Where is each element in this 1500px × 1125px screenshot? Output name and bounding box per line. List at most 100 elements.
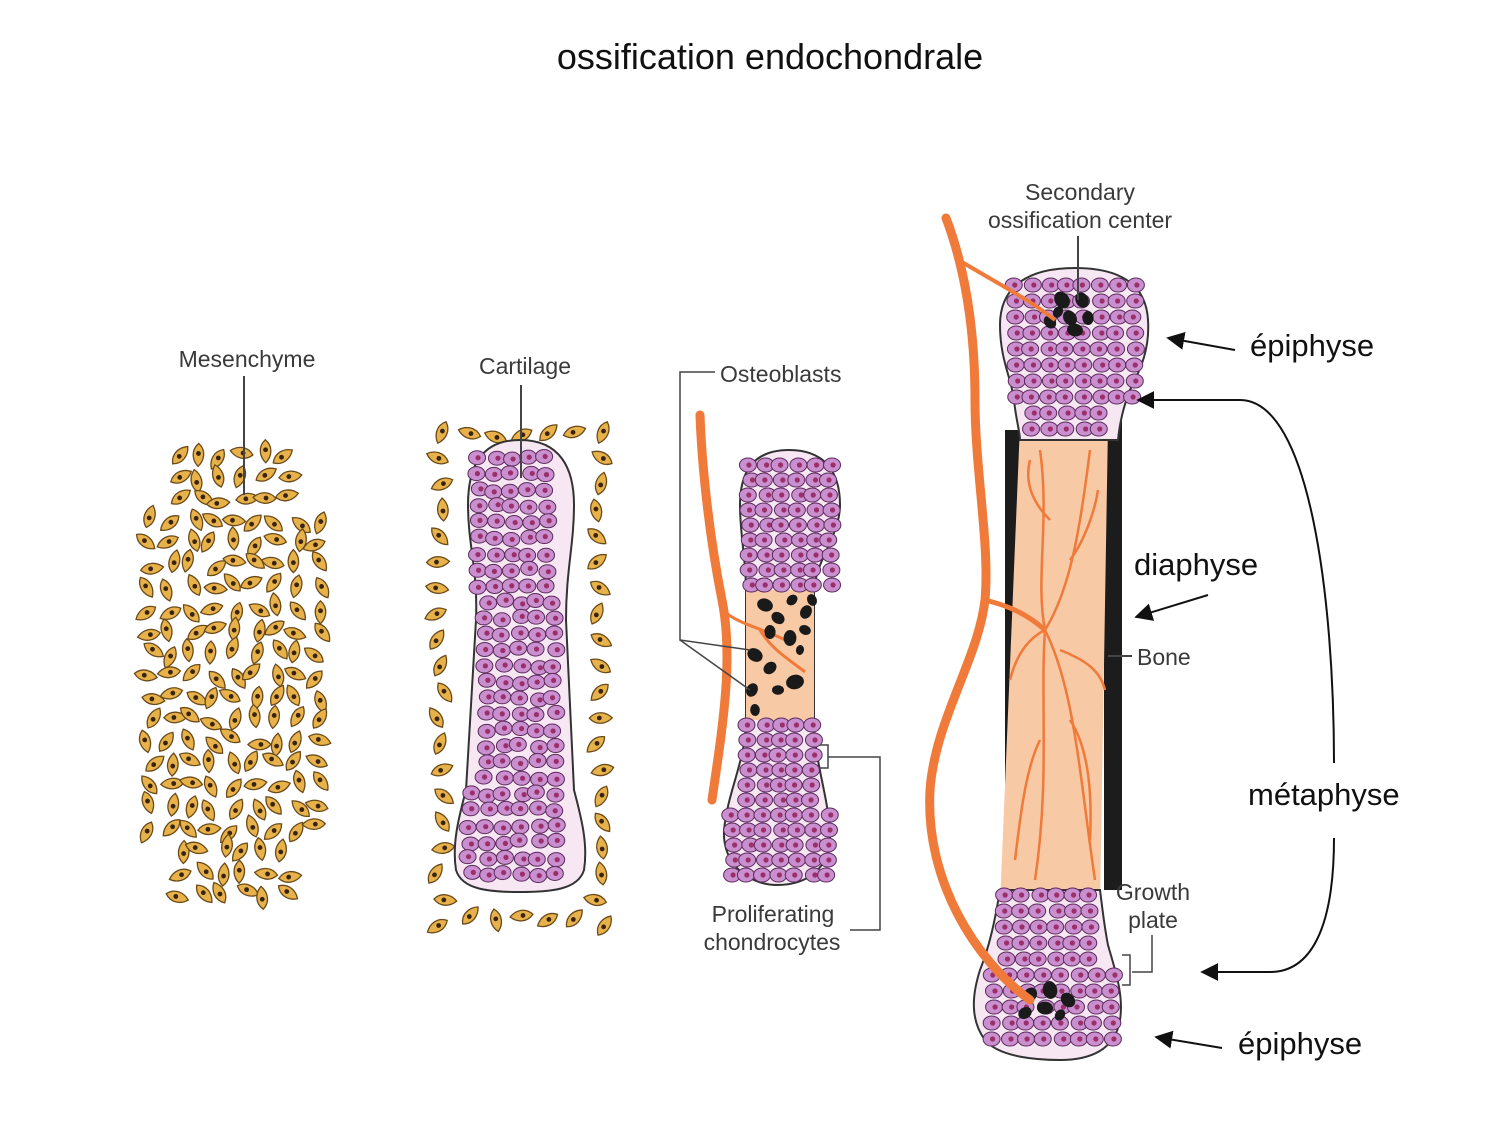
mesenchymal-cell bbox=[284, 666, 307, 681]
mesenchymal-cell bbox=[203, 621, 228, 634]
osteoblast bbox=[786, 594, 798, 606]
chondrocyte bbox=[1051, 967, 1070, 983]
chondrocyte bbox=[819, 472, 838, 488]
chondrocyte bbox=[1126, 293, 1145, 309]
mesenchymal-cell bbox=[203, 775, 218, 798]
mesenchymal-cell bbox=[425, 556, 451, 568]
mesenchymal-cell bbox=[425, 451, 450, 465]
chondrocyte bbox=[468, 579, 487, 595]
mesenchymal-cell bbox=[247, 536, 262, 558]
chondrocyte bbox=[821, 547, 840, 563]
chondrocyte bbox=[806, 457, 825, 473]
mesenchymal-cell bbox=[163, 711, 188, 724]
chondrocyte bbox=[738, 852, 757, 868]
chondrocyte bbox=[546, 753, 565, 769]
mesenchymal-cell bbox=[596, 420, 610, 444]
chondrocyte bbox=[501, 563, 520, 579]
chondrocyte bbox=[1092, 293, 1111, 309]
chondrocyte bbox=[467, 547, 486, 563]
mesenchymal-cell bbox=[590, 683, 609, 701]
mesenchymal-cell bbox=[139, 821, 154, 844]
chondrocyte bbox=[1057, 357, 1076, 373]
mesenchymal-cell bbox=[436, 497, 449, 522]
mesenchymal-cell bbox=[267, 780, 292, 794]
chondrocyte bbox=[784, 777, 803, 793]
growth-plate-leader-line bbox=[1132, 935, 1153, 973]
chondrocyte bbox=[500, 483, 519, 499]
chondrocyte bbox=[522, 515, 541, 531]
mesenchymal-cell bbox=[201, 513, 224, 528]
mesenchymal-cell bbox=[156, 666, 182, 679]
chondrocyte bbox=[1107, 341, 1126, 357]
mesenchymal-cell bbox=[428, 707, 444, 728]
chondrocyte bbox=[469, 498, 488, 514]
proliferating-label-line1: Proliferating bbox=[712, 901, 835, 927]
mesenchymal-cell bbox=[162, 819, 181, 837]
chondrocyte bbox=[1040, 421, 1059, 437]
chondrocyte bbox=[1079, 887, 1098, 903]
epiphyse-top-arrow bbox=[1166, 331, 1236, 351]
mesenchymal-cell bbox=[283, 627, 307, 640]
chondrocyte bbox=[1126, 277, 1145, 293]
chondrocyte bbox=[771, 517, 790, 533]
osteoblasts-label: Osteoblasts bbox=[720, 361, 841, 387]
mesenchymal-cell bbox=[259, 438, 272, 464]
mesenchymal-cell bbox=[277, 884, 299, 900]
mesenchymal-cell bbox=[433, 894, 458, 906]
mesenchymal-cell bbox=[286, 684, 301, 707]
chondrocyte bbox=[721, 807, 740, 823]
chondrocyte bbox=[547, 852, 566, 868]
chondrocyte bbox=[791, 532, 810, 548]
chondrocyte bbox=[476, 625, 495, 641]
chondrocyte bbox=[1085, 1031, 1104, 1047]
mesenchymal-cell bbox=[264, 620, 285, 636]
mesenchymal-cell bbox=[426, 918, 448, 934]
chondrocyte bbox=[468, 450, 487, 466]
mesenchymal-cell bbox=[181, 548, 194, 573]
epiphyse-bottom-arrow bbox=[1154, 1030, 1223, 1049]
chondrocyte bbox=[818, 837, 837, 853]
stage-long-bone: Secondary ossification center Bone Growt… bbox=[925, 179, 1191, 1062]
chondrocyte bbox=[536, 467, 555, 483]
mesenchymal-cell bbox=[291, 516, 311, 534]
chondrocyte bbox=[470, 481, 489, 497]
chondrocyte bbox=[547, 817, 566, 833]
chondrocyte bbox=[505, 515, 524, 531]
chondrocyte bbox=[755, 792, 774, 808]
secondary-center-label-line2: ossification center bbox=[988, 207, 1172, 233]
chondrocyte bbox=[475, 641, 494, 657]
chondrocyte bbox=[784, 867, 803, 883]
chondrocyte bbox=[1107, 389, 1126, 405]
chondrocyte bbox=[1106, 325, 1125, 341]
chondrocyte bbox=[1021, 389, 1040, 405]
metaphyse-arrow-top bbox=[1136, 391, 1335, 764]
mesenchymal-cell bbox=[211, 464, 225, 488]
mesenchymal-cell bbox=[160, 618, 173, 643]
mesenchymal-cell bbox=[168, 549, 181, 574]
chondrocyte bbox=[511, 721, 530, 737]
chondrocyte bbox=[529, 868, 548, 884]
chondrocyte bbox=[535, 482, 554, 498]
chondrocyte bbox=[819, 487, 838, 503]
mesenchymal-cell bbox=[212, 881, 227, 904]
chondrocyte bbox=[1126, 325, 1145, 341]
proliferating-label-line2: chondrocytes bbox=[704, 929, 841, 955]
epiphyse-top-label: épiphyse bbox=[1250, 328, 1374, 363]
chondrocyte bbox=[806, 517, 825, 533]
mesenchymal-cell bbox=[457, 426, 482, 440]
chondrocyte bbox=[494, 720, 513, 736]
chondrocyte bbox=[537, 547, 556, 563]
medullary-vessel bbox=[1059, 648, 1107, 691]
mesenchymal-cell bbox=[429, 629, 445, 650]
chondrocyte bbox=[790, 547, 809, 563]
secondary-ossification-cells bbox=[1018, 291, 1094, 1021]
mesenchymal-cell bbox=[170, 469, 193, 484]
mesenchymal-cell bbox=[227, 751, 241, 775]
chondrocyte bbox=[773, 822, 792, 838]
mesenchymal-cell bbox=[138, 729, 152, 754]
chondrocyte bbox=[510, 801, 529, 817]
mesenchymal-cell bbox=[185, 795, 199, 819]
chondrocyte bbox=[520, 560, 539, 576]
growth-plate-bracket bbox=[1122, 954, 1131, 986]
mesenchymal-cell bbox=[590, 498, 603, 523]
